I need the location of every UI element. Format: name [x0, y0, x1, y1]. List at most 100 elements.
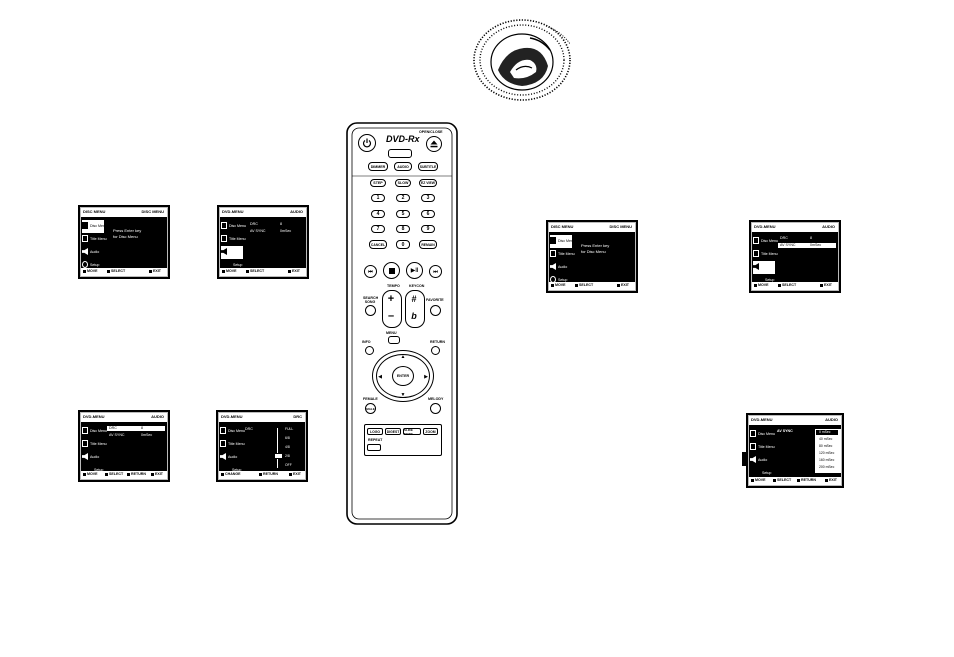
- open-close-button[interactable]: [426, 136, 442, 152]
- avsync-option-160[interactable]: 160 mSec: [819, 458, 835, 462]
- drc-slider-track[interactable]: [277, 428, 278, 468]
- menu-item-audio[interactable]: [221, 246, 243, 259]
- enter-label: ENTER: [396, 374, 410, 378]
- title-menu-icon: [82, 235, 88, 242]
- menu-label: MENU: [386, 331, 397, 335]
- nav-right-button[interactable]: ▶: [422, 372, 430, 382]
- drc-scale-full: FULL: [285, 427, 294, 431]
- cancel-button[interactable]: CANCEL: [369, 240, 387, 249]
- avsync-option-120[interactable]: 120 mSec: [819, 451, 835, 455]
- power-button[interactable]: [358, 134, 376, 152]
- arrow-right-icon: ▶: [424, 374, 428, 380]
- drc-row-highlight[interactable]: [107, 426, 165, 431]
- skip-forward-icon: ⏭: [433, 268, 438, 275]
- play-pause-button[interactable]: ▶‖: [406, 262, 423, 279]
- zoom-button[interactable]: ZOOM: [423, 428, 438, 435]
- ez-view-button[interactable]: EZ VIEW: [419, 179, 437, 187]
- slow-button[interactable]: SLOW: [395, 179, 411, 187]
- menu-item-title-menu[interactable]: Title Menu: [82, 233, 107, 246]
- keycon-sharp-button[interactable]: #: [407, 292, 421, 306]
- digit-2-button[interactable]: 2: [396, 194, 410, 202]
- row-drc-value: 8: [280, 222, 282, 226]
- footer-select: SELECT: [250, 269, 265, 273]
- repeat-label: REPEAT: [368, 438, 383, 442]
- remain-button[interactable]: REMAIN: [419, 240, 437, 249]
- open-close-label: OPEN/CLOSE: [419, 130, 443, 134]
- melody-button[interactable]: [430, 403, 441, 414]
- stop-button[interactable]: [383, 262, 400, 279]
- play-pause-icon: ▶‖: [410, 268, 419, 274]
- digit-4-button[interactable]: 4: [371, 210, 385, 218]
- search-song-button[interactable]: [365, 305, 376, 316]
- keycon-rocker: [405, 290, 425, 328]
- tempo-plus-button[interactable]: +: [384, 292, 398, 306]
- nav-left-button[interactable]: ◀: [376, 372, 384, 382]
- footer-exit: EXIT: [292, 269, 300, 273]
- footer-move: MOVE: [226, 269, 237, 273]
- navigation-ring: [372, 350, 434, 402]
- tempo-minus-button[interactable]: –: [384, 309, 398, 323]
- avsync-option-highlight[interactable]: [815, 429, 839, 436]
- bottom-panel: [364, 424, 442, 456]
- menu-item-disc-menu[interactable]: Disc Menu: [82, 220, 107, 233]
- nav-down-button[interactable]: ▼: [398, 391, 408, 399]
- eject-icon: [430, 140, 438, 148]
- menu-item-setup[interactable]: Setup: [82, 259, 104, 272]
- drc-scale-6-8: 6/8: [285, 436, 290, 440]
- subtitle-button[interactable]: SUBTITLE: [418, 162, 438, 171]
- menu-item-audio[interactable]: Audio: [82, 246, 104, 259]
- menu-button[interactable]: [388, 336, 400, 344]
- return-button[interactable]: [431, 346, 440, 355]
- title-menu-icon: [221, 235, 227, 242]
- footer-exit: EXIT: [153, 269, 161, 273]
- slide-mode-button[interactable]: SLIDE MODE: [403, 428, 421, 436]
- drc-label: DRC: [245, 427, 253, 431]
- row-drc-label: DRC: [250, 222, 258, 226]
- prev-button[interactable]: ⏮: [364, 265, 377, 278]
- avsync-option-0[interactable]: 0 mSec: [819, 430, 831, 434]
- info-button[interactable]: [365, 346, 374, 355]
- digit-7-button[interactable]: 7: [371, 225, 385, 233]
- enter-button[interactable]: ENTER: [392, 366, 414, 386]
- tempo-label: TEMPO: [387, 284, 400, 288]
- dimmer-button[interactable]: DIMMER: [368, 162, 388, 171]
- drc-slider-handle[interactable]: [274, 453, 283, 459]
- digit-9-button[interactable]: 9: [421, 225, 435, 233]
- repeat-button[interactable]: [367, 444, 381, 451]
- footer-move: MOVE: [87, 269, 98, 273]
- avsync-option-40[interactable]: 40 mSec: [819, 437, 833, 441]
- screen-header-left: DVD-MENU: [222, 209, 244, 214]
- digit-0-button[interactable]: 0: [396, 240, 410, 249]
- search-song-label: SEARCH SONG: [363, 296, 379, 304]
- disc-illustration: [466, 10, 582, 110]
- digit-6-button[interactable]: 6: [421, 210, 435, 218]
- row-avsync-label: AV SYNC: [250, 229, 266, 233]
- nav-up-button[interactable]: ▲: [398, 353, 408, 361]
- screen-header-right: DISC MENU: [141, 209, 164, 214]
- avsync-row-highlight[interactable]: [778, 243, 836, 248]
- keycon-flat-button[interactable]: b: [407, 309, 421, 323]
- remote-body: [346, 122, 458, 525]
- avsync-option-80[interactable]: 80 mSec: [819, 444, 833, 448]
- setup-icon: [82, 261, 88, 268]
- favorite-button[interactable]: [430, 305, 441, 316]
- female-male-button[interactable]: MALE: [365, 403, 376, 414]
- avsync-option-200[interactable]: 200 mSec: [819, 465, 835, 469]
- logo-button[interactable]: LOGO: [367, 428, 383, 435]
- melody-label: MELODY: [428, 397, 444, 401]
- audio-button[interactable]: AUDIO: [394, 162, 412, 171]
- next-button[interactable]: ⏭: [429, 265, 442, 278]
- return-label: RETURN: [430, 340, 445, 344]
- digit-1-button[interactable]: 1: [371, 194, 385, 202]
- digit-8-button[interactable]: 8: [396, 225, 410, 233]
- disc-icon: [473, 19, 571, 101]
- drc-scale-off: OFF: [285, 463, 292, 467]
- digit-5-button[interactable]: 5: [396, 210, 410, 218]
- step-button[interactable]: STEP: [370, 179, 386, 187]
- digest-button[interactable]: DIGEST: [385, 428, 401, 435]
- digit-3-button[interactable]: 3: [421, 194, 435, 202]
